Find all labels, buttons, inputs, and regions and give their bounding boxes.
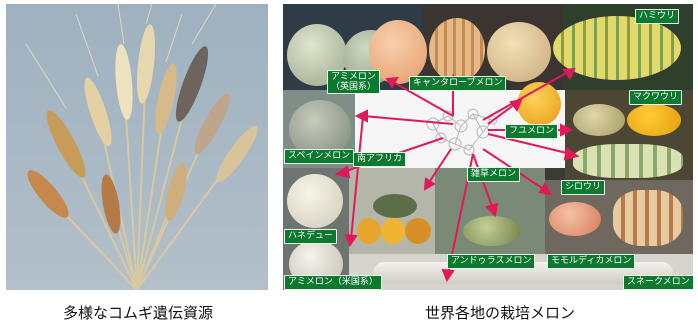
melon-shirouri <box>573 144 683 178</box>
label-zassou: 雑草メロン <box>467 167 521 182</box>
label-momordica: モモルディカメロン <box>547 254 636 269</box>
label-minami-africa: 南アフリカ <box>353 152 407 167</box>
melon-africa-2 <box>381 218 405 244</box>
melon-spain <box>289 100 351 158</box>
melon-africa-1 <box>357 218 381 244</box>
wheat-ears <box>27 24 258 234</box>
melon-cantaloupe-2 <box>487 22 551 82</box>
label-snake: スネークメロン <box>623 275 693 290</box>
wheat-illustration <box>25 4 258 290</box>
label-cantaloupe: キャンタロープメロン <box>409 76 507 91</box>
label-fuyumelon: フユメロン <box>505 124 559 139</box>
label-hamiuri: ハミウリ <box>635 9 680 24</box>
melon-collage: ハミウリ アミメロン （英国系） キャンタロープメロン マクワウリ フユメロン … <box>283 4 693 290</box>
melon-africa-4 <box>373 194 417 218</box>
melon-honeydew <box>287 174 343 228</box>
label-amimelon-us: アミメロン（米国系） <box>284 275 382 290</box>
wheat-photo <box>6 4 268 290</box>
label-shirouri: シロウリ <box>561 180 606 195</box>
label-andorus: アンドゥラスメロン <box>447 254 536 269</box>
melon-andorus <box>463 216 521 246</box>
label-amimelon-uk: アミメロン （英国系） <box>327 70 381 94</box>
melon-momordica-1 <box>549 202 601 236</box>
phylogeny-network <box>426 108 498 156</box>
melon-makuwa-1 <box>573 104 625 136</box>
label-honeydew: ハネデュー <box>284 229 338 244</box>
melon-momordica-2 <box>613 190 683 246</box>
dispersal-arrows <box>334 67 580 283</box>
label-spain: スペインメロン <box>284 149 355 164</box>
melon-cantaloupe-1 <box>429 18 485 82</box>
caption-wheat: 多様なコムギ遺伝資源 <box>62 304 213 322</box>
label-makuwauri: マクワウリ <box>629 90 683 105</box>
wheat-stems <box>45 63 237 290</box>
melon-africa-3 <box>405 218 431 244</box>
caption-melon: 世界各地の栽培メロン <box>424 304 575 322</box>
melon-makuwa-2 <box>627 104 681 136</box>
wheat-awns <box>25 4 217 109</box>
dispersal-diagram <box>334 67 580 283</box>
